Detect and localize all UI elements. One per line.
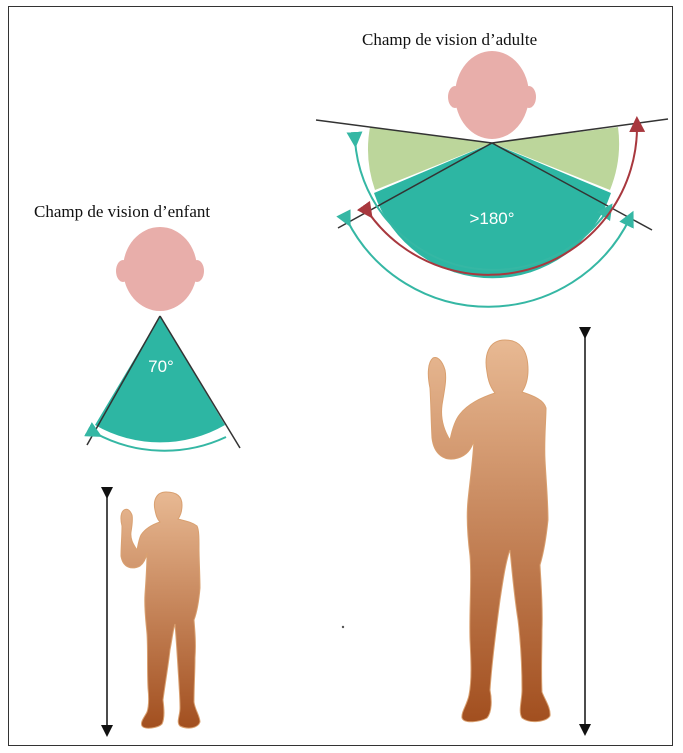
adult-vision-field: >180° bbox=[316, 51, 668, 307]
adult-angle-label: >180° bbox=[469, 209, 514, 228]
adult-silhouette bbox=[428, 340, 550, 722]
child-head bbox=[116, 227, 204, 311]
child-vision-field: 70° bbox=[87, 227, 240, 451]
adult-figure bbox=[428, 333, 585, 730]
child-silhouette bbox=[121, 492, 200, 728]
child-figure bbox=[107, 492, 200, 731]
stray-dot bbox=[342, 626, 344, 628]
adult-head bbox=[448, 51, 536, 139]
child-central-zone bbox=[95, 316, 225, 442]
child-angle-label: 70° bbox=[148, 357, 174, 376]
